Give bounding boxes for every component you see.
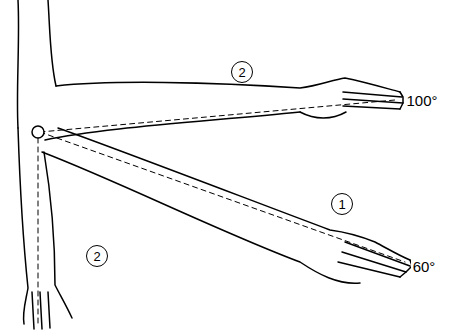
callout-number: 1	[331, 193, 353, 215]
callout-number: 2	[231, 61, 253, 83]
angle-label: 100°	[404, 92, 439, 109]
callout-number: 2	[86, 245, 108, 267]
angle-label: 60°	[411, 258, 438, 275]
